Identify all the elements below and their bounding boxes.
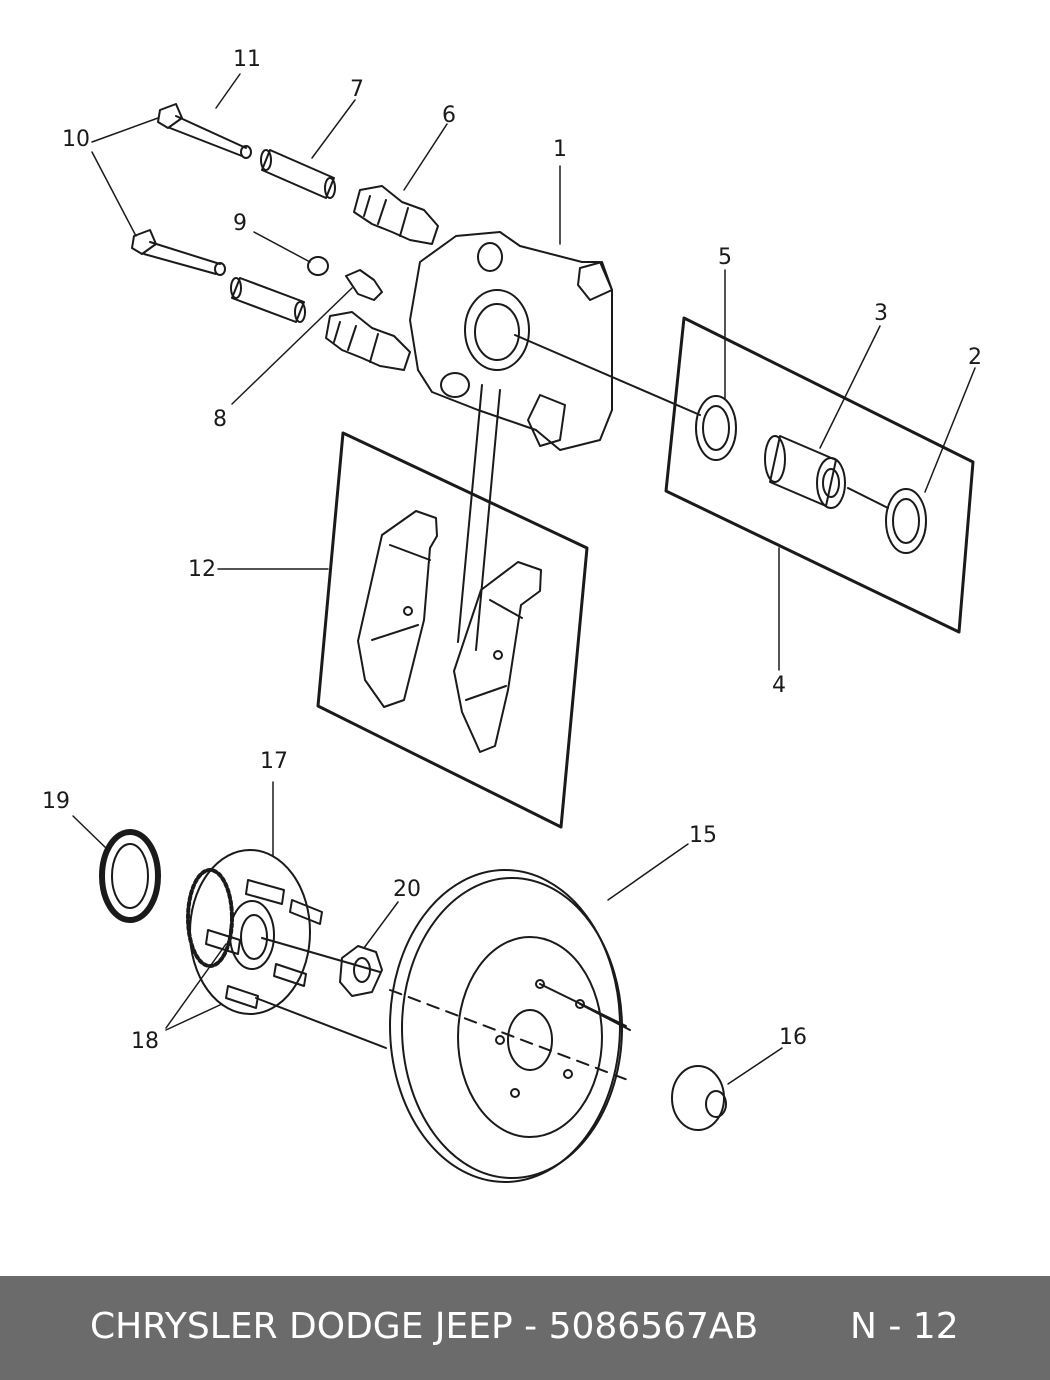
wheel-stud-5 — [225, 985, 259, 1009]
tone-ring — [99, 829, 161, 923]
lower-bushing — [325, 311, 411, 371]
caliper-piston-bore — [464, 289, 530, 371]
callout-18: 18 — [131, 1029, 159, 1054]
piston-seal — [695, 395, 737, 461]
callout-10: 10 — [62, 127, 90, 152]
upper-sleeve — [261, 149, 335, 199]
piston-kit-group — [514, 316, 975, 634]
callout-20: 20 — [393, 877, 421, 902]
page-reference: N - 12 — [850, 1306, 959, 1347]
callout-16: 16 — [779, 1025, 807, 1050]
axle-nut — [339, 945, 383, 997]
bleeder-screw — [345, 269, 383, 301]
callout-7: 7 — [350, 77, 364, 102]
callout-1: 1 — [553, 137, 567, 162]
rotor-outer — [389, 869, 621, 1183]
piston-axis — [514, 334, 701, 416]
brake-assembly-diagram: 1 2 3 4 5 6 7 8 9 10 11 12 15 16 17 18 1… — [42, 47, 982, 1183]
callout-19: 19 — [42, 789, 70, 814]
bleeder-cap — [307, 256, 329, 276]
dust-cap — [671, 1065, 725, 1131]
inner-brake-pad — [357, 510, 438, 708]
callout-11: 11 — [233, 47, 261, 72]
lower-caliper-bolt — [131, 229, 221, 275]
brake-pads-group — [316, 431, 589, 829]
hub-teeth — [186, 868, 234, 968]
tone-ring-group — [99, 829, 161, 923]
upper-bushing — [353, 185, 439, 245]
outer-brake-pad — [453, 561, 542, 753]
wheel-stud-4 — [273, 963, 307, 987]
lower-guide-pin-set — [131, 229, 411, 371]
rotor-hat — [457, 936, 603, 1138]
wheel-stud-3 — [205, 929, 241, 955]
callout-labels: 1 2 3 4 5 6 7 8 9 10 11 12 15 16 17 18 1… — [42, 47, 982, 1054]
hub-bearing-group — [186, 849, 387, 1049]
caliper-body — [409, 231, 613, 451]
pads-panel — [316, 431, 589, 829]
callout-8: 8 — [213, 407, 227, 432]
callout-15: 15 — [689, 823, 717, 848]
caliper-bridge — [457, 384, 501, 651]
wheel-stud-2 — [289, 899, 323, 925]
callout-12: 12 — [188, 557, 216, 582]
callout-6: 6 — [442, 103, 456, 128]
callout-17: 17 — [260, 749, 288, 774]
callout-9: 9 — [233, 211, 247, 236]
part-number-title: CHRYSLER DODGE JEEP - 5086567AB — [90, 1306, 759, 1347]
leader-lines — [72, 73, 976, 1085]
brake-caliper — [409, 231, 613, 651]
rotor-axis — [389, 989, 629, 1081]
hub-axis — [255, 937, 387, 1049]
brake-rotor-group — [389, 869, 631, 1183]
wheel-stud-1 — [245, 879, 285, 905]
footer-bar: CHRYSLER DODGE JEEP - 5086567AB N - 12 — [0, 1276, 1050, 1380]
dust-boot — [885, 488, 927, 554]
piston-kit-panel — [664, 316, 975, 634]
callout-4: 4 — [772, 673, 786, 698]
upper-guide-pin-set — [157, 103, 439, 245]
callout-5: 5 — [718, 245, 732, 270]
dust-cap-group — [671, 1065, 727, 1131]
upper-caliper-bolt — [157, 103, 247, 157]
callout-2: 2 — [968, 345, 982, 370]
callout-3: 3 — [874, 301, 888, 326]
lower-sleeve — [231, 277, 305, 323]
